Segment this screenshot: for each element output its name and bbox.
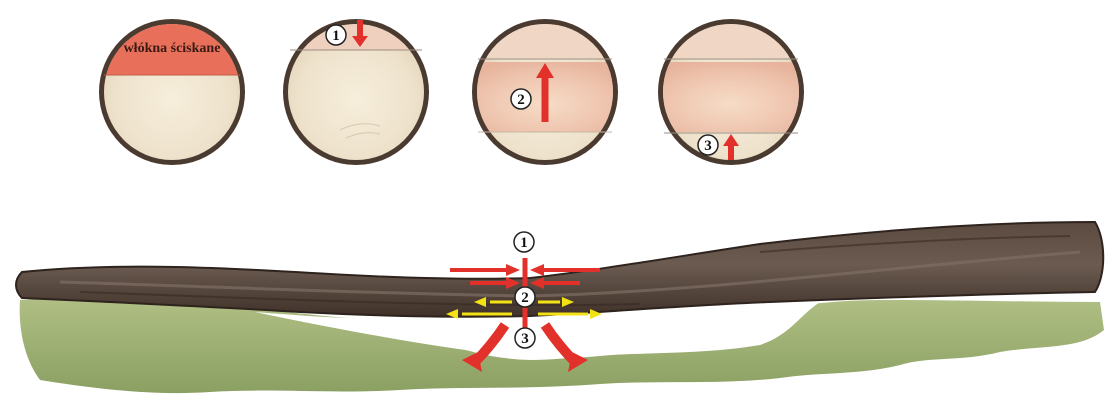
cross-section-2: 1 bbox=[280, 19, 430, 165]
upper-layer bbox=[655, 20, 805, 58]
upper-layer bbox=[470, 20, 620, 58]
compressed-fibres-label: włókna ściskane bbox=[124, 41, 221, 56]
cross-section-4: 3 bbox=[655, 19, 805, 165]
log-marker-1-text: 1 bbox=[520, 235, 528, 251]
log-marker-2-text: 2 bbox=[521, 290, 529, 306]
middle-layer bbox=[655, 62, 805, 132]
cross-section-3: 2 bbox=[470, 19, 620, 165]
marker-1-text: 1 bbox=[332, 28, 340, 44]
cross-section-1: włókna ściskane bbox=[99, 19, 250, 165]
marker-2-text: 2 bbox=[517, 92, 525, 108]
log-marker-3-text: 3 bbox=[521, 331, 529, 347]
marker-3-text: 3 bbox=[704, 138, 712, 154]
